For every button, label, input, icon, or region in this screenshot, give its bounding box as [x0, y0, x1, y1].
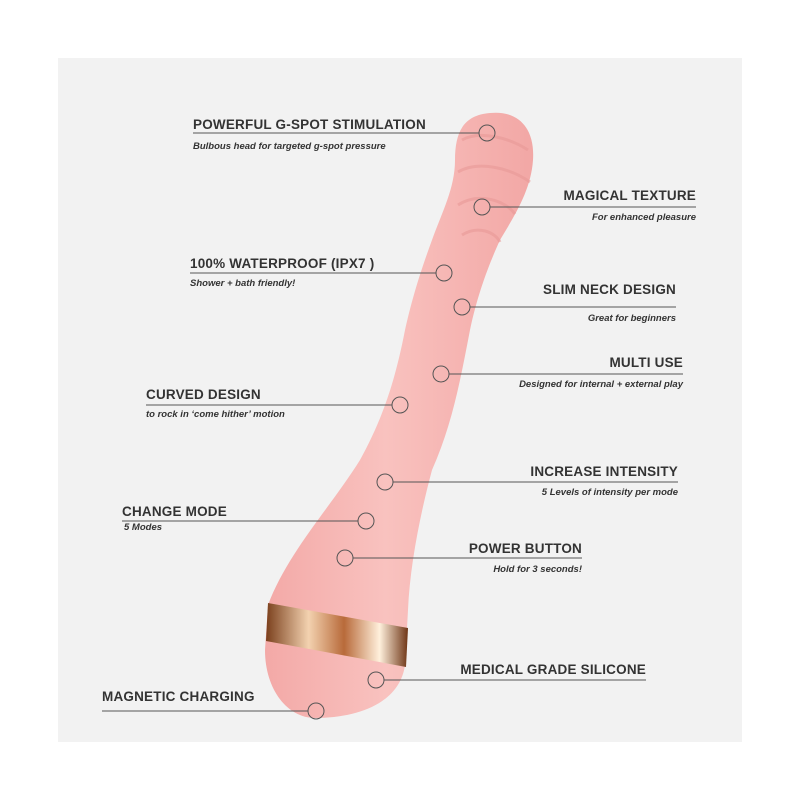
- callout-title: MAGICAL TEXTURE: [563, 188, 696, 203]
- callout-title: SLIM NECK DESIGN: [543, 282, 676, 297]
- callout-subtitle: Great for beginners: [587, 313, 676, 324]
- callout-title: POWER BUTTON: [468, 541, 582, 556]
- callout-lines: [102, 124, 696, 720]
- callout-title: MEDICAL GRADE SILICONE: [460, 662, 646, 677]
- callout-subtitle: to rock in ‘come hither’ motion: [146, 409, 285, 420]
- head-texture-ridges: [457, 133, 531, 243]
- callout-subtitle: Hold for 3 seconds!: [493, 564, 582, 575]
- callout-subtitle: Bulbous head for targeted g-spot pressur…: [193, 141, 386, 152]
- callout-title: MAGNETIC CHARGING: [102, 689, 255, 704]
- callout-title: CHANGE MODE: [122, 504, 227, 519]
- callout-subtitle: Shower + bath friendly!: [190, 278, 296, 289]
- callout-subtitle: For enhanced pleasure: [591, 212, 696, 223]
- callout-title: POWERFUL G-SPOT STIMULATION: [193, 117, 426, 132]
- callout-title: MULTI USE: [609, 355, 683, 370]
- callout-subtitle: Designed for internal + external play: [519, 379, 683, 390]
- callout-title: 100% WATERPROOF (IPX7 ): [190, 256, 375, 271]
- callout-subtitle: 5 Levels of intensity per mode: [541, 487, 678, 498]
- callout-subtitle: 5 Modes: [124, 522, 163, 533]
- callout-title: INCREASE INTENSITY: [530, 464, 678, 479]
- gold-band: [266, 603, 408, 667]
- callout-title: CURVED DESIGN: [146, 387, 261, 402]
- product-body: [265, 112, 534, 718]
